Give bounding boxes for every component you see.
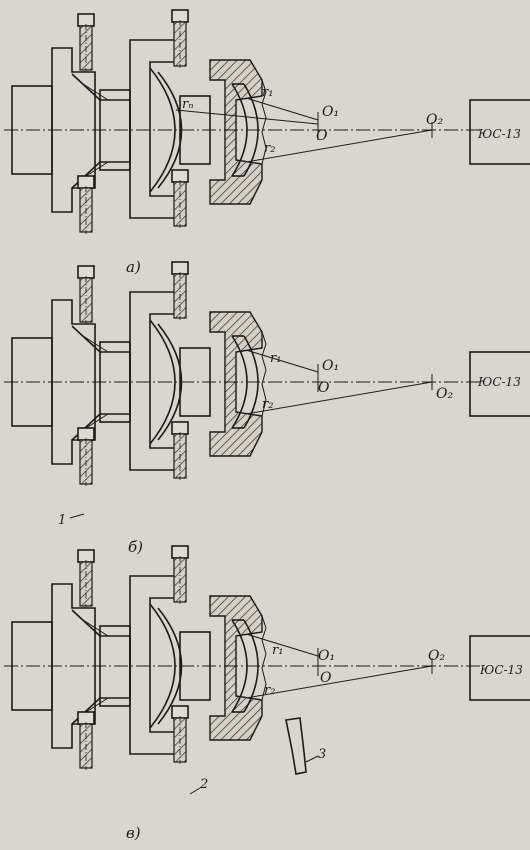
label-o2: O₂ (426, 112, 443, 128)
panel-b: r₁ r₂ O₁ O O₂ ЮС-13 1 б) (4, 262, 530, 556)
caption-c: в) (126, 824, 141, 842)
callout-2-leader (189, 787, 201, 795)
caption-a: а) (126, 258, 141, 276)
label-o: O (320, 670, 332, 686)
label-o2: O₂ (436, 386, 453, 402)
label-r2: r₂ (264, 683, 275, 698)
label-r1: r₁ (262, 85, 273, 100)
label-r2: r₂ (262, 397, 273, 412)
caption-b: б) (128, 538, 143, 556)
label-o1: O₁ (322, 104, 339, 120)
callout-1-leader (69, 513, 85, 519)
label-r1: r₁ (270, 351, 281, 366)
panel-a: r₁ r₂ rₙ O₁ O O₂ ЮС-13 а) (4, 10, 530, 276)
label-r2: r₂ (264, 141, 275, 156)
tool-3-shape (285, 717, 307, 775)
label-o1: O₁ (322, 358, 339, 374)
callout-1: 1 (58, 513, 66, 528)
instrument-label: ЮС-13 (479, 663, 523, 677)
panel-c: r₁ r₂ O₁ O O₂ ЮС-13 2 3 в) (4, 546, 530, 842)
callout-3: 3 (318, 747, 326, 762)
label-o: O (318, 380, 330, 396)
instrument-label: ЮС-13 (477, 375, 521, 389)
callout-3-leader (305, 755, 319, 763)
radius-rn-line (175, 109, 319, 125)
label-o: O (316, 128, 328, 144)
label-o1: O₁ (318, 648, 335, 664)
callout-2: 2 (199, 777, 208, 792)
label-rn: rₙ (182, 97, 193, 112)
label-o2: O₂ (428, 648, 445, 664)
label-r1: r₁ (272, 643, 283, 658)
instrument-label: ЮС-13 (477, 127, 521, 141)
